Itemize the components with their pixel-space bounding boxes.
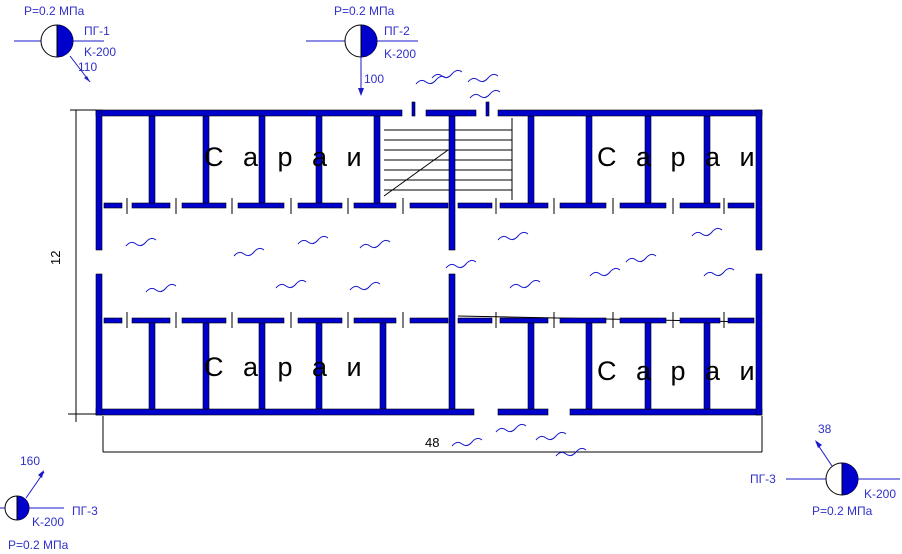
hydrant-pg2 [306,24,418,96]
pg3-left-id-label: ПГ-3 [72,504,98,518]
pg3-left-size-label: K-200 [32,515,65,529]
hydrant-pg1 [14,24,104,83]
pg1-pressure-label: P=0.2 МПа [24,4,85,18]
hydrant-pg3-right [786,440,900,496]
dimension-lines [68,109,763,453]
walls [95,101,763,416]
pg3-right-id-label: ПГ-3 [750,472,776,486]
pg3-right-distance-label: 38 [818,422,832,436]
pg2-id-label: ПГ-2 [384,24,410,38]
pg1-id-label: ПГ-1 [84,24,110,38]
pg2-pressure-label: P=0.2 МПа [334,4,395,18]
pg3-left-distance-label: 160 [20,454,41,468]
door-ticks [126,198,725,328]
pg2-size-label: K-200 [384,47,417,61]
room-label-top-left: С а р а и [204,142,368,172]
squiggle-marks [125,69,735,457]
room-label-bottom-right: С а р а и [597,356,761,386]
room-label-bottom-left: С а р а и [204,352,368,382]
hydrant-pg3-left [0,470,64,521]
pg3-left-pressure-label: P=0.2 МПа [8,538,69,552]
pg3-right-size-label: K-200 [864,487,897,501]
height-dimension-label: 12 [48,250,63,265]
pg1-size-label: K-200 [84,45,117,59]
width-dimension-label: 48 [425,435,440,450]
pg3-right-pressure-label: P=0.2 МПа [812,504,873,518]
pg2-distance-label: 100 [364,72,385,86]
pg1-distance-label: 110 [78,60,98,74]
room-label-top-right: С а р а и [597,142,761,172]
